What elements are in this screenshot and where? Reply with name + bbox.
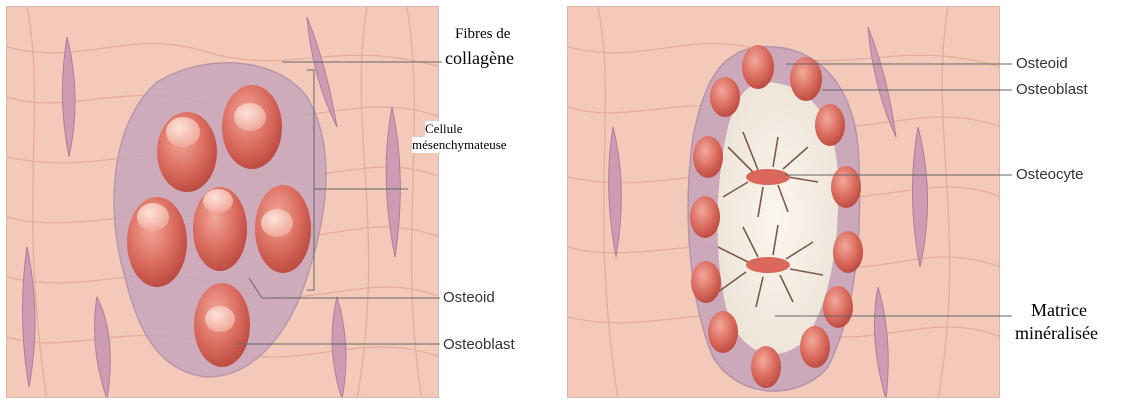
label-osteocyte-right: Osteocyte (1016, 166, 1084, 183)
label-fibres-line1: Fibres de (455, 26, 510, 43)
label-osteoid-left: Osteoid (443, 289, 495, 306)
label-cellule-line1: Cellule (425, 121, 463, 137)
label-matrice-line1: Matrice (1031, 300, 1087, 321)
label-osteoblast-right: Osteoblast (1016, 81, 1088, 98)
label-fibres-line2: collagène (445, 48, 514, 69)
label-matrice-line2: minéralisée (1015, 323, 1098, 344)
label-osteoblast-left: Osteoblast (443, 336, 515, 353)
label-cellule-line2: mésenchymateuse (412, 137, 507, 153)
label-osteoid-right: Osteoid (1016, 55, 1068, 72)
